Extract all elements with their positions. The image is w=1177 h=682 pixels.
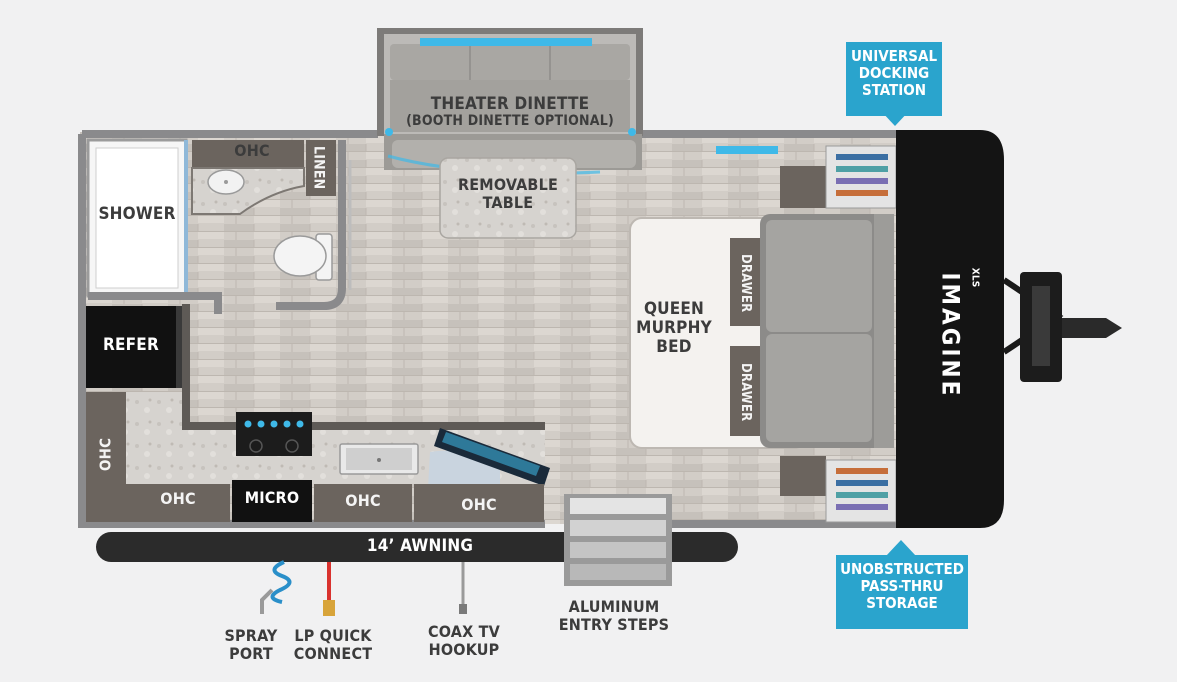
ohc-bottom-1 [126,484,230,522]
lp-quick-connect-label: LP QUICK CONNECT [293,626,373,663]
bath-ohc [192,140,304,168]
removable-table[interactable] [439,157,577,239]
ohc-bath-label: OHC [234,141,270,160]
linen-label: LINEN [310,146,327,190]
ohc-2-label: OHC [345,491,381,510]
ohc-left-label: OHC [96,437,115,472]
microwave-icon [232,480,312,522]
drawer-bottom [730,346,760,436]
ohc-1-label: OHC [160,489,196,508]
led-strip-top [420,38,592,46]
spray-port-hose [260,560,292,614]
refer-label: REFER [103,335,159,355]
ohc-bottom-3 [414,484,544,522]
outer-wall [78,130,900,528]
tv-lift [428,428,550,488]
drawer-bottom-label: DRAWER [738,362,753,422]
entry-steps [564,494,672,586]
stove-icon [236,412,312,456]
removable-table-label: REMOVABLE TABLE [457,175,559,212]
drawer-top-label: DRAWER [738,253,753,313]
spray-port-label: SPRAY PORT [224,626,278,663]
kitchen-sink [339,443,419,475]
storage-callout-arrow [886,540,916,556]
linen-closet [306,140,336,196]
micro-label: MICRO [244,488,300,507]
led-strip-right [716,146,778,154]
front-cabinet-top [780,166,826,208]
front-cabinet-bottom [780,456,826,496]
shower-label: SHOWER [98,204,176,224]
fridge-icon [86,306,182,388]
queen-murphy-bed-label: QUEEN MURPHY BED [636,299,712,358]
entry-steps-label: ALUMINUM ENTRY STEPS [558,597,670,634]
brand-logo: IMAGINE XLS [936,267,981,399]
theater-dinette-label: THEATER DINETTE (BOOTH DINETTE OPTIONAL) [406,94,614,130]
ohc-3-label: OHC [461,495,497,514]
hitch-icon [1002,272,1122,382]
shoe-rack-icon [825,459,897,523]
storage-callout: UNOBSTRUCTED PASS-THRU STORAGE [836,555,968,629]
awning-label: 14’ AWNING [366,536,474,556]
front-cap [896,130,1004,528]
bath-wall [276,140,346,310]
coax-tv-hookup-label: COAX TV HOOKUP [428,622,500,659]
ohc-bottom-2 [314,484,412,522]
docking-callout-arrow [880,110,910,126]
drawer-top [730,238,760,326]
toilet-icon [273,233,333,281]
docking-station-callout: UNIVERSAL DOCKING STATION [846,42,942,116]
shoe-rack-icon [825,145,897,209]
ohc-left-cabinet [86,392,126,522]
